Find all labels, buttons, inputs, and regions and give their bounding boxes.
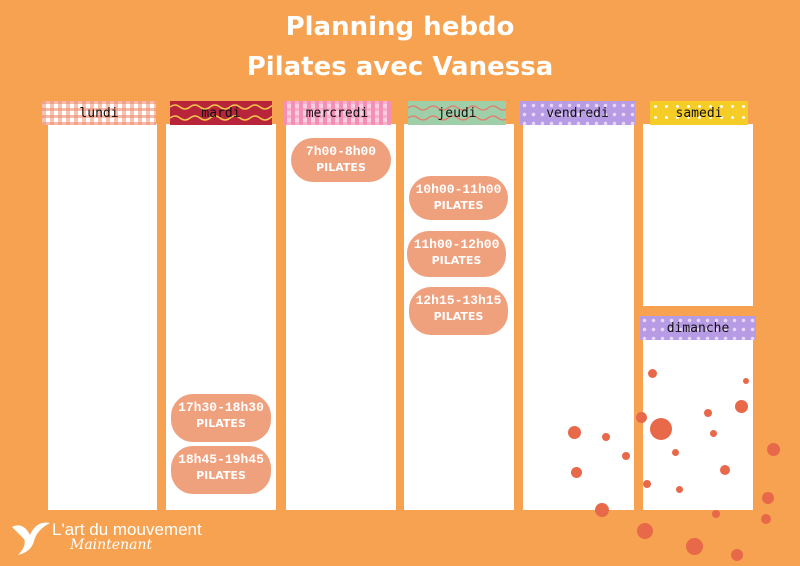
column-samedi xyxy=(643,124,753,306)
bird-logo-icon xyxy=(12,522,50,555)
session-time: 18h45-19h45 xyxy=(178,452,264,467)
logo-tagline: Maintenant xyxy=(70,537,153,553)
session-jeudi-3[interactable]: 12h15-13h15 PILATES xyxy=(409,287,508,335)
session-time: 10h00-11h00 xyxy=(415,182,502,197)
session-activity: PILATES xyxy=(433,199,484,212)
column-mardi xyxy=(166,124,276,510)
wave-pattern xyxy=(170,104,272,121)
logo-name: L'art du mouvement xyxy=(52,520,202,539)
session-activity: PILATES xyxy=(433,310,484,323)
day-label-jeudi: jeudi xyxy=(408,101,506,125)
column-vendredi xyxy=(523,124,634,510)
session-activity: PILATES xyxy=(196,469,246,482)
session-time: 7h00-8h00 xyxy=(305,144,377,159)
day-label-lundi: lundi xyxy=(42,101,156,125)
column-mercredi xyxy=(286,124,396,510)
column-lundi xyxy=(48,124,157,510)
session-jeudi-2[interactable]: 11h00-12h00 PILATES xyxy=(407,231,506,277)
session-mercredi-1[interactable]: 7h00-8h00 PILATES xyxy=(291,138,391,182)
session-activity: PILATES xyxy=(196,417,246,430)
session-activity: PILATES xyxy=(431,254,482,267)
day-label-mercredi: mercredi xyxy=(283,101,391,125)
page-title: Planning hebdo xyxy=(285,12,515,42)
day-label-vendredi: vendredi xyxy=(520,101,635,125)
session-time: 12h15-13h15 xyxy=(415,293,502,308)
session-time: 11h00-12h00 xyxy=(413,237,500,252)
session-mardi-1[interactable]: 17h30-18h30 PILATES xyxy=(171,394,271,442)
day-label-samedi: samedi xyxy=(650,101,748,125)
session-time: 17h30-18h30 xyxy=(178,400,264,415)
session-jeudi-1[interactable]: 10h00-11h00 PILATES xyxy=(409,176,508,220)
session-activity: PILATES xyxy=(316,161,366,174)
wave-pattern xyxy=(408,105,506,121)
day-label-dimanche: dimanche xyxy=(640,316,756,340)
day-label-mardi: mardi xyxy=(170,101,272,125)
page-subtitle: Pilates avec Vanessa xyxy=(246,52,554,82)
session-mardi-2[interactable]: 18h45-19h45 PILATES xyxy=(171,446,271,494)
